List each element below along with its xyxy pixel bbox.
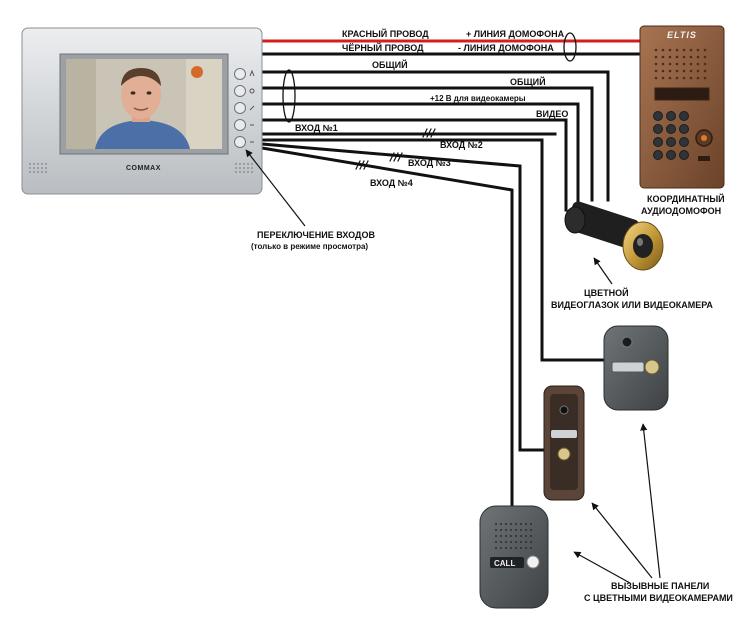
label-common-2: ОБЩИЙ xyxy=(510,76,546,87)
monitor-button-4[interactable] xyxy=(234,119,246,131)
intercom-brand-logo: ELTIS xyxy=(667,30,697,40)
bundle-mark-right xyxy=(563,32,577,62)
label-input-3: ВХОД №3 xyxy=(408,158,451,168)
wire-common-2 xyxy=(260,86,594,202)
intercom-speaker-grille xyxy=(654,48,707,80)
input-switch-pointer xyxy=(245,149,306,227)
call-panels-label-2: С ЦВЕТНЫМИ ВИДЕОКАМЕРАМИ xyxy=(584,593,733,603)
intercom-label-1: КООРДИНАТНЫЙ xyxy=(647,193,725,204)
call-panels-pointers xyxy=(573,423,661,584)
wires xyxy=(260,32,642,512)
peephole-barrel xyxy=(566,201,640,249)
cable-slashes xyxy=(355,128,436,170)
label-minus-line: - ЛИНИЯ ДОМОФОНА xyxy=(458,43,554,53)
label-common-1: ОБЩИЙ xyxy=(372,59,408,70)
input-switch-note: (только в режиме просмотра) xyxy=(251,242,368,251)
label-input-1: ВХОД №1 xyxy=(295,123,338,133)
wire-video xyxy=(260,118,568,212)
peephole-lens-glint xyxy=(637,238,643,246)
call-panel-3-call-plate xyxy=(490,557,524,568)
label-video: ВИДЕО xyxy=(536,109,568,119)
call-panel-2-call-button[interactable] xyxy=(557,447,571,461)
label-input-4: ВХОД №4 xyxy=(370,178,413,188)
call-panel-3-call-button[interactable] xyxy=(526,555,540,569)
peephole-lens xyxy=(633,234,653,258)
intercom-body xyxy=(639,25,725,189)
call-panel-3-call-text: CALL xyxy=(494,559,515,568)
call-panel-3-grille xyxy=(495,523,532,549)
person-image xyxy=(66,59,222,149)
monitor-brand-logo: COMMAX xyxy=(126,165,161,172)
peephole-label-1: ЦВЕТНОЙ xyxy=(584,287,629,298)
call-panel-2-face xyxy=(550,394,578,490)
label-plus-line: + ЛИНИЯ ДОМОФОНА xyxy=(466,29,565,39)
monitor-speaker-right xyxy=(235,163,253,173)
label-red-wire: КРАСНЫЙ ПРОВОД xyxy=(342,28,429,39)
wire-input-4 xyxy=(260,146,514,512)
call-panel-2-camera-icon xyxy=(559,405,569,415)
monitor-button-1[interactable] xyxy=(234,68,246,80)
call-panel-1-camera-icon xyxy=(621,336,633,348)
call-panel-1-call-button[interactable] xyxy=(644,359,660,375)
peephole-body-end xyxy=(564,206,586,234)
intercom-bottom-slot xyxy=(698,156,710,161)
label-input-2: ВХОД №2 xyxy=(440,140,483,150)
wire-input-2 xyxy=(260,138,612,362)
wire-input-3 xyxy=(260,142,547,452)
intercom-keypad[interactable] xyxy=(653,111,689,160)
label-black-wire: ЧЁРНЫЙ ПРОВОД xyxy=(342,42,424,53)
monitor-button-2[interactable] xyxy=(234,85,246,97)
bundle-mark-left xyxy=(282,69,296,123)
monitor-speaker-left xyxy=(29,163,47,173)
monitor-button-3[interactable] xyxy=(234,102,246,114)
intercom-display xyxy=(654,87,710,101)
video-peephole xyxy=(564,201,664,271)
intercom-call-button-light xyxy=(701,135,707,141)
peephole-pointer xyxy=(593,257,613,285)
monitor-button-input-switch[interactable] xyxy=(234,136,246,148)
peephole-label-2: ВИДЕОГЛАЗОК ИЛИ ВИДЕОКАМЕРА xyxy=(551,300,713,310)
call-panel-2-label-plate xyxy=(551,430,577,438)
call-panel-1-label-plate xyxy=(611,361,645,373)
call-panel-1 xyxy=(603,325,669,411)
intercom-label-2: АУДИОДОМОФОН xyxy=(641,206,721,216)
wire-power xyxy=(260,102,580,207)
label-power: +12 В для видеокамеры xyxy=(430,94,526,103)
call-panel-3: CALL xyxy=(479,505,549,609)
input-switch-label: ПЕРЕКЛЮЧЕНИЕ ВХОДОВ xyxy=(257,230,375,240)
call-panels-label-1: ВЫЗЫВНЫЕ ПАНЕЛИ xyxy=(611,581,709,591)
video-monitor: COMMAX xyxy=(21,27,263,195)
eltis-intercom-panel: ELTIS xyxy=(639,25,725,189)
monitor-button-icons xyxy=(249,69,255,143)
call-panel-2 xyxy=(543,385,585,501)
wire-common-1 xyxy=(260,70,610,202)
